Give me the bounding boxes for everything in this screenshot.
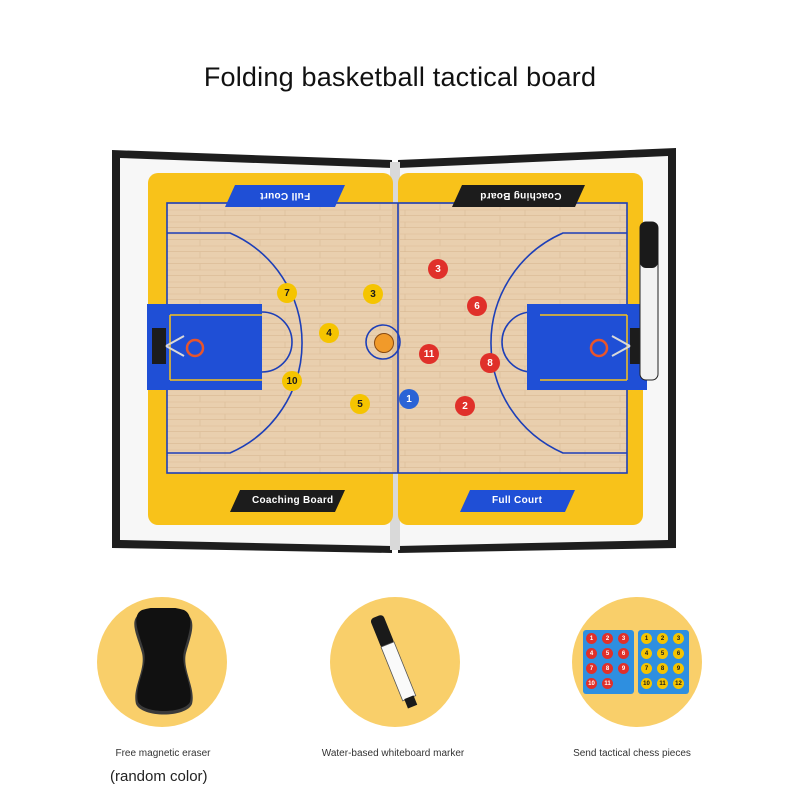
basketball-piece[interactable] — [374, 333, 394, 353]
marker-icon — [370, 615, 418, 709]
player-piece-yellow[interactable]: 5 — [350, 394, 370, 414]
red-chess-chip: 5 — [602, 648, 613, 659]
yellow-chess-chip: 3 — [673, 633, 684, 644]
red-chess-chip: 8 — [602, 663, 613, 674]
red-chess-chip: 2 — [602, 633, 613, 644]
yellow-chess-chip: 9 — [673, 663, 684, 674]
chess-pieces-label: Send tactical chess pieces — [573, 748, 691, 759]
red-chess-chip: 7 — [586, 663, 597, 674]
player-piece-yellow[interactable]: 4 — [319, 323, 339, 343]
banner-right-top — [452, 185, 585, 207]
red-chess-chip: 1 — [586, 633, 597, 644]
player-piece-blue[interactable]: 1 — [399, 389, 419, 409]
yellow-chess-chip: 5 — [657, 648, 668, 659]
yellow-chess-chip: 2 — [657, 633, 668, 644]
eraser-sublabel: (random color) — [110, 768, 208, 785]
player-piece-red[interactable]: 6 — [467, 296, 487, 316]
red-chess-chip: 4 — [586, 648, 597, 659]
yellow-chess-chip: 4 — [641, 648, 652, 659]
player-piece-yellow[interactable]: 7 — [277, 283, 297, 303]
eraser-icon — [134, 608, 193, 715]
banner-text-right-bottom: Full Court — [492, 495, 543, 506]
player-piece-yellow[interactable]: 3 — [363, 284, 383, 304]
yellow-chess-chip: 10 — [641, 678, 652, 689]
banner-right-bottom — [460, 490, 575, 512]
yellow-chess-chip: 8 — [657, 663, 668, 674]
yellow-chess-chip: 1 — [641, 633, 652, 644]
yellow-chess-chip: 12 — [673, 678, 684, 689]
player-piece-red[interactable]: 2 — [455, 396, 475, 416]
banner-text-left-top: Full Court — [260, 190, 311, 201]
red-chess-chip: 9 — [618, 663, 629, 674]
player-piece-red[interactable]: 11 — [419, 344, 439, 364]
yellow-chess-chip: 11 — [657, 678, 668, 689]
banner-text-right-top: Coaching Board — [480, 190, 562, 201]
yellow-chess-chip: 6 — [673, 648, 684, 659]
red-chess-chip: 6 — [618, 648, 629, 659]
banner-left-bottom — [230, 490, 345, 512]
banner-left-top — [225, 185, 345, 207]
red-chess-chip: 11 — [602, 678, 613, 689]
eraser-label: Free magnetic eraser — [115, 748, 211, 759]
page-title: Folding basketball tactical board — [203, 62, 597, 92]
yellow-chess-chip: 7 — [641, 663, 652, 674]
banner-text-left-bottom: Coaching Board — [252, 495, 334, 506]
marker-label: Water-based whiteboard marker — [321, 748, 465, 759]
red-chess-chip: 10 — [586, 678, 597, 689]
player-piece-yellow[interactable]: 10 — [282, 371, 302, 391]
player-piece-red[interactable]: 8 — [480, 353, 500, 373]
red-chess-chip: 3 — [618, 633, 629, 644]
player-piece-red[interactable]: 3 — [428, 259, 448, 279]
